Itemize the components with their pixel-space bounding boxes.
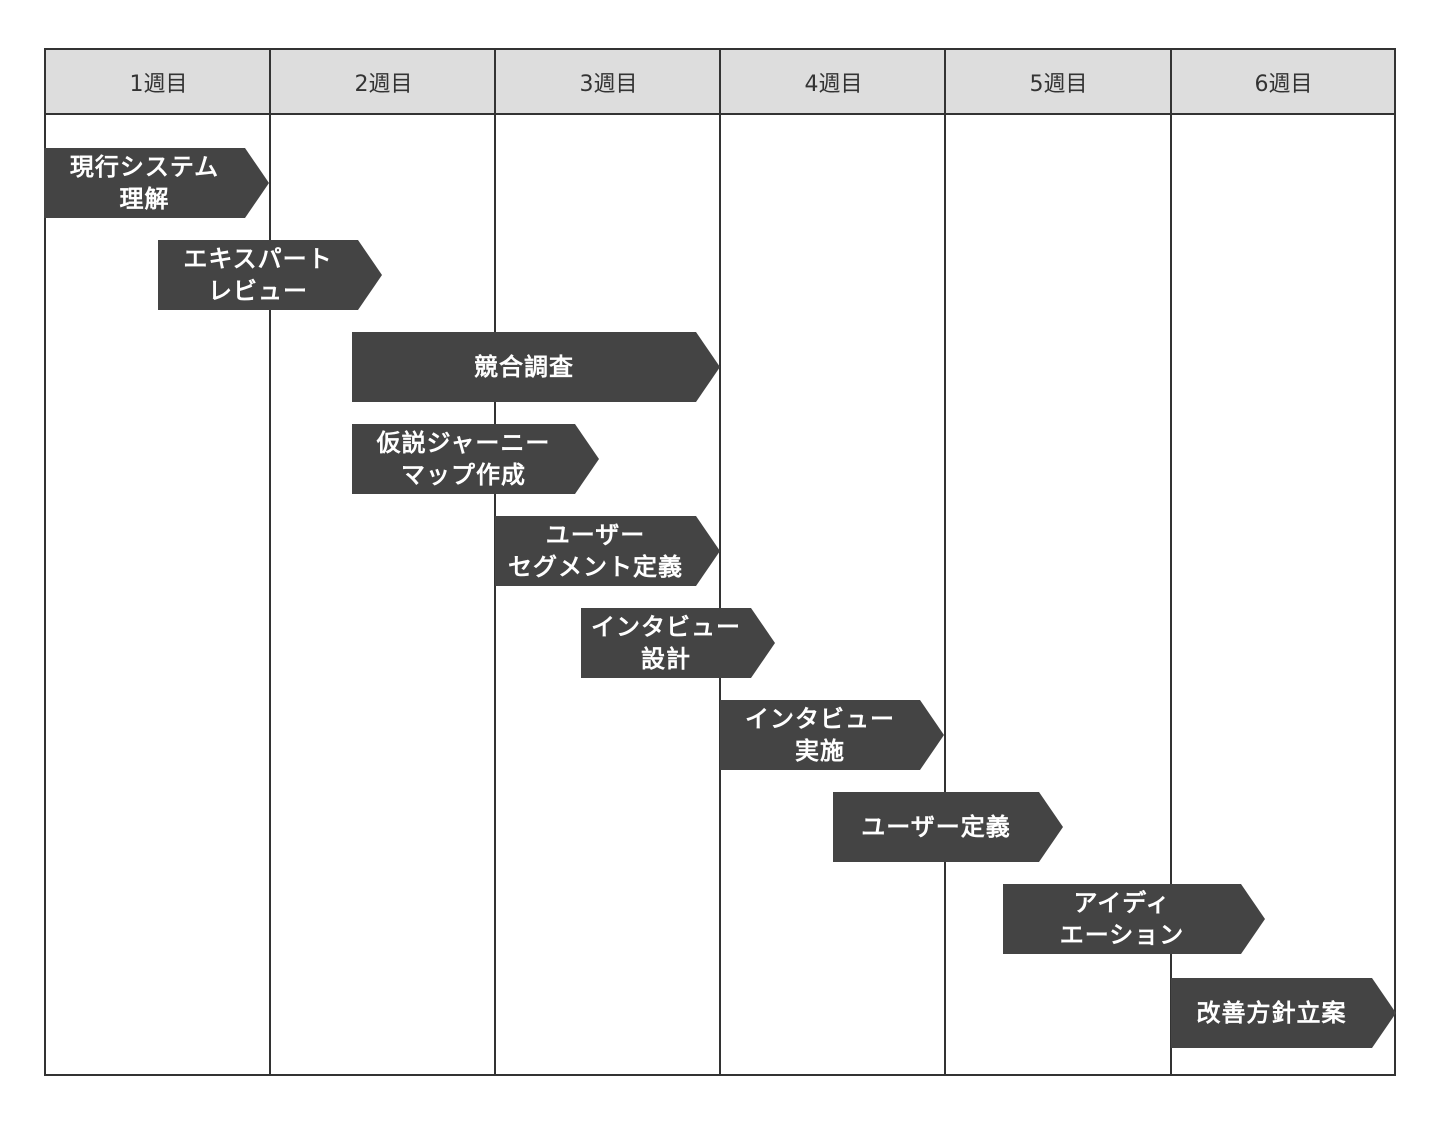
week-header-6: 6週目 bbox=[1254, 71, 1313, 97]
week-header-3: 3週目 bbox=[579, 71, 638, 97]
task-current-system: 現行システム 理解 bbox=[44, 148, 269, 218]
task-user-definition: ユーザー定義 bbox=[833, 792, 1063, 862]
week-header-5: 5週目 bbox=[1029, 71, 1088, 97]
schedule-chart: 1週目 2週目 3週目 4週目 5週目 6週目 現行システム 理解 エキスパート… bbox=[44, 48, 1396, 1076]
task-interview-design: インタビュー 設計 bbox=[581, 608, 775, 678]
week-header-4: 4週目 bbox=[804, 71, 863, 97]
task-ideation: アイディ エーション bbox=[1003, 884, 1265, 954]
task-interview-conduct: インタビュー 実施 bbox=[720, 700, 944, 770]
task-competitor-research: 競合調査 bbox=[352, 332, 720, 402]
week-divider-1 bbox=[269, 50, 271, 1074]
week-header-2: 2週目 bbox=[354, 71, 413, 97]
task-user-segment: ユーザー セグメント定義 bbox=[495, 516, 720, 586]
task-improvement-plan: 改善方針立案 bbox=[1171, 978, 1396, 1048]
week-divider-3 bbox=[719, 50, 721, 1074]
week-divider-4 bbox=[944, 50, 946, 1074]
task-journey-map: 仮説ジャーニー マップ作成 bbox=[352, 424, 599, 494]
week-header-1: 1週目 bbox=[129, 71, 188, 97]
task-expert-review: エキスパート レビュー bbox=[158, 240, 382, 310]
week-divider-5 bbox=[1170, 50, 1172, 1074]
